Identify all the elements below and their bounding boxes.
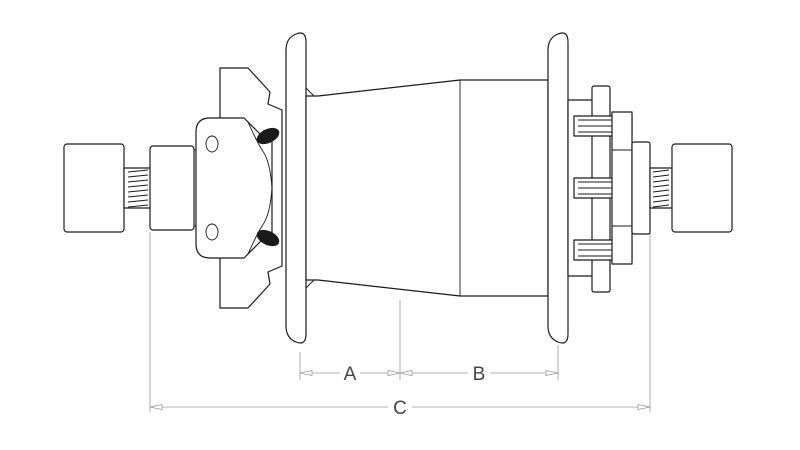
left-bolt-upper [256, 127, 280, 145]
dimension-a: A [299, 364, 401, 385]
left-bolt-lower [256, 229, 280, 247]
left-end-cap [63, 143, 125, 233]
dimension-c: C [149, 398, 651, 419]
left-flange [285, 32, 317, 344]
right-end-cap [671, 143, 733, 233]
freehub-body [567, 85, 633, 293]
dimension-b-label: B [473, 364, 486, 385]
dimension-a-label: A [344, 364, 357, 385]
right-axle-thread [649, 167, 673, 209]
dimension-b: B [399, 364, 559, 385]
right-collar [631, 141, 651, 235]
hub-shell [305, 79, 549, 297]
left-disc-mount [195, 67, 283, 309]
right-flange [547, 32, 569, 344]
dimension-c-label: C [393, 398, 407, 419]
left-axle-thread [123, 167, 153, 209]
extension-lines [149, 232, 651, 412]
